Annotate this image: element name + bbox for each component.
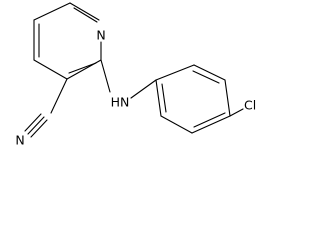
bond-triple-right [30,119,48,138]
bond-ar4-ar5 [191,115,231,134]
bond-triple-center [27,116,45,135]
amine-nh-label: HN [111,95,130,110]
bond-ar2-ar3 [193,64,226,81]
nitrile-group [24,78,68,138]
bond-ar6-ar1 [155,79,162,117]
bond-c3-nitrile-carbon [50,78,68,114]
bond-ar5-ar6 [160,115,193,134]
amine-linker [100,59,157,99]
bond-c2-c3-inner [68,62,97,74]
bond-ar1-ar2 [155,64,195,81]
chlorophenyl-ring [155,64,231,134]
pyridine-ring [33,2,102,80]
bond-ar2-ar3-inner [192,70,220,84]
bond-c2-nh [100,59,111,93]
bond-ar4-ar5-inner [193,112,226,128]
bond-c6-n1 [69,2,100,21]
nitrile-nitrogen-label: N [15,133,24,148]
bond-triple-left [24,113,42,132]
bond-c3-c4 [33,59,68,80]
bond-ar4-cl [229,108,244,117]
ring-nitrogen-label: N [96,28,105,43]
bond-c5-c6 [33,2,71,21]
chemical-structure-drawing: N HN N Cl [15,2,256,148]
bond-ar3-ar4 [224,79,231,117]
chlorine-label: Cl [244,98,256,113]
bond-c6-n1-inner [73,7,98,23]
bond-nh-aryl [130,79,157,99]
bond-ar6-ar1-inner [161,83,167,113]
